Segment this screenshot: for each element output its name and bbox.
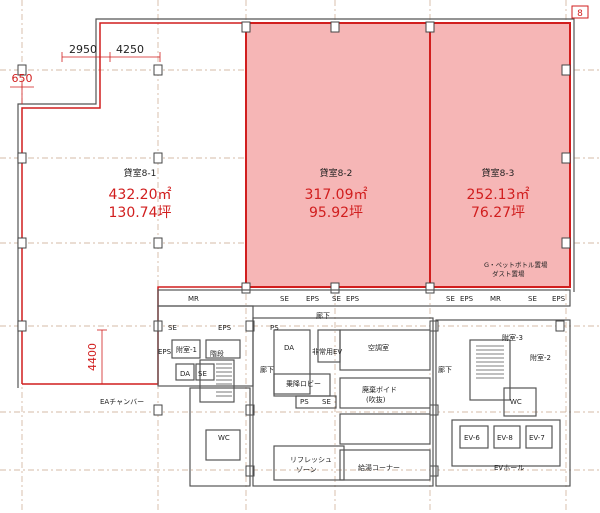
eps-label-3: EPS [460,295,474,303]
se-label-6: SE [198,370,207,378]
room-8-2-tsubo: 95.92坪 [309,205,363,221]
page-number-box [571,5,589,19]
ev-7-label: EV-7 [529,434,545,442]
room-8-1-tsubo: 130.74坪 [109,205,172,221]
stair-label: 階段 [210,349,224,358]
da-label-2: DA [284,344,294,352]
ps-label-1: PS [270,324,279,332]
waste-void-label: 廃棄ボイド [362,385,397,394]
anteroom-label-3: 附室-3 [502,333,523,342]
corridor-label-2: 廊下 [260,365,274,374]
eps-label-6: EPS [158,348,172,356]
corridor-label-1: 廊下 [316,311,330,320]
room-8-2-name: 貸室8-2 [320,167,353,179]
mr-label-2: MR [490,295,501,303]
dimension-4400: 4400 [86,343,99,371]
eps-label-4: EPS [552,295,566,303]
ev-6-label: EV-6 [464,434,480,442]
dust-note: ダスト置場 [492,269,525,278]
room-8-2-area: 317.09㎡ [305,187,368,203]
room-8-3-tsubo: 76.27坪 [471,205,525,221]
stair-hatch [216,345,504,397]
dimension-650: 650 [12,72,33,85]
hotwater-corner-label: 給湯コーナー [358,463,400,472]
eps-label-5: EPS [218,324,232,332]
corridor-label-3: 廊下 [438,365,452,374]
wc-label-1: WC [218,434,230,442]
refresh-zone-sub-label: ゾーン [296,466,317,474]
dimension-lines [10,52,161,385]
room-8-3-area: 252.13㎡ [467,187,530,203]
room-8-1-area: 432.20㎡ [109,187,172,203]
dimension-2950: 2950 [69,43,97,56]
anteroom-label-2: 附室-2 [530,353,551,362]
eps-label-2: EPS [346,295,360,303]
anteroom-label-1: 附室-1 [176,345,197,354]
se-label-3: SE [446,295,455,303]
bottle-note: G・ペットボトル置場 [484,260,548,269]
waste-void-sub-label: (吹抜) [366,395,386,404]
se-label-7: SE [322,398,331,406]
room-8-3-name: 貸室8-3 [482,167,515,179]
room-8-3-highlight[interactable] [429,22,571,288]
ev-8-label: EV-8 [497,434,513,442]
da-label-1: DA [180,370,190,378]
wc-label-2: WC [510,398,522,406]
eps-label-1: EPS [306,295,320,303]
se-label-2: SE [332,295,341,303]
room-8-1-name: 貸室8-1 [124,167,157,179]
page-number: 8 [577,9,583,19]
emergency-ev-label: 非常用EV [312,347,342,356]
se-label-1: SE [280,295,289,303]
ps-label-2: PS [300,398,309,406]
dimension-4250: 4250 [116,43,144,56]
ea-chamber-label: EAチャンバー [100,398,144,406]
outer-wall [17,18,575,388]
se-label-5: SE [168,324,177,332]
room-8-1-outline[interactable] [21,22,247,385]
room-8-2-highlight[interactable] [245,22,431,288]
ev-hall-label: EVホール [494,464,524,472]
lobby-label: 乗降ロビー [286,379,321,388]
refresh-zone-label: リフレッシュ [290,456,332,464]
aircon-room-label: 空調室 [368,343,389,352]
mr-label-1: MR [188,295,199,303]
se-label-4: SE [528,295,537,303]
